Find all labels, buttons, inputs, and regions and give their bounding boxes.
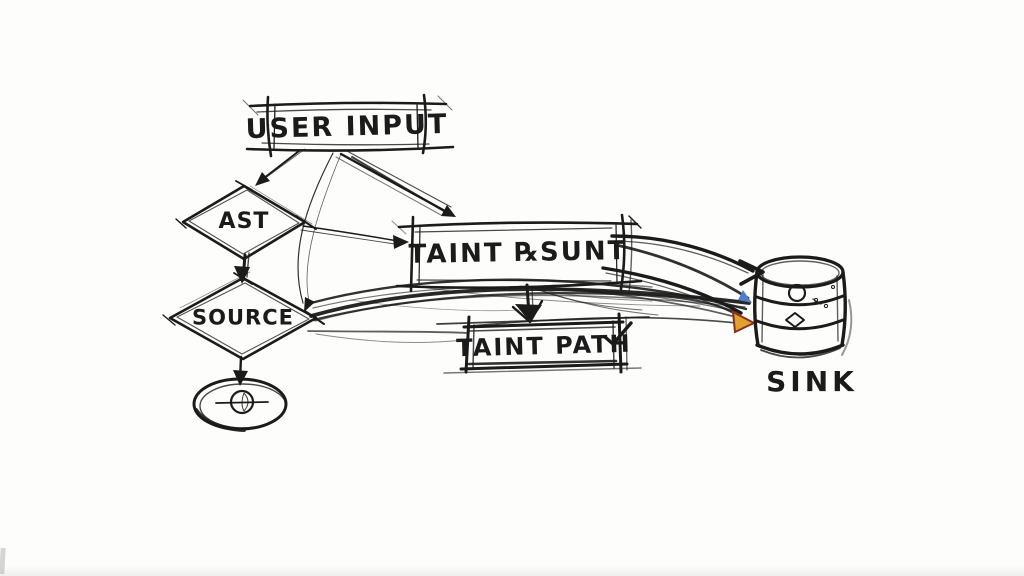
node-user-input-label: USER INPUT: [245, 108, 449, 146]
sink-arrowhead-blue: [738, 290, 752, 303]
paper-edge-shading: [0, 566, 1024, 576]
node-sink-label: SINK: [766, 365, 858, 398]
sink-arrowhead-black-chevron: [738, 259, 765, 286]
node-taint-path-box: [436, 312, 650, 374]
node-ast-label: AST: [218, 209, 270, 234]
arrow-user-input-to-taint-result: [335, 150, 456, 217]
arrow-ast-to-taint-result: [300, 225, 409, 249]
sink-database-icon: [753, 255, 853, 359]
node-taint-path-label: TAINT PATH: [455, 329, 633, 363]
node-taint-result-box: [391, 213, 643, 294]
arrow-source-to-terminator: [233, 355, 248, 386]
checkmark-icon: [603, 321, 633, 346]
node-taint-result-label: TAINT ℞SUNT: [408, 236, 628, 270]
node-ast-diamond: [175, 180, 317, 261]
arrow-taint-result-to-taint-path: [511, 283, 544, 324]
arrow-user-input-to-ast: [255, 148, 306, 186]
node-end-terminator: [192, 377, 288, 432]
node-source-diamond: [162, 271, 325, 361]
sink-arrowhead-orange-triangle: [731, 310, 757, 334]
arrow-user-input-to-source: [297, 152, 342, 312]
node-user-input-box: [242, 93, 455, 158]
node-source-label: SOURCE: [192, 305, 294, 330]
edge-taint-result-to-sink-blue: [614, 243, 750, 300]
